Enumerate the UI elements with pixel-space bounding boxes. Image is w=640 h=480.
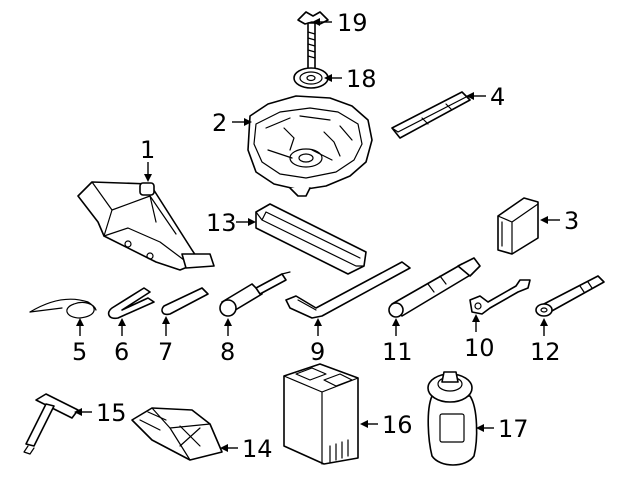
callout-15: 15 (96, 399, 127, 427)
callout-10: 10 (464, 334, 495, 362)
callout-11: 11 (382, 338, 413, 366)
part-8-socket (219, 271, 291, 317)
part-6-clip (107, 287, 155, 320)
part-5-wire-hook (29, 298, 97, 319)
leader-lines (74, 18, 560, 452)
part-16-box (283, 363, 359, 465)
callout-1: 1 (140, 136, 155, 164)
part-19-wing-bolt (297, 11, 329, 72)
part-3-card (497, 197, 539, 255)
callout-6: 6 (114, 338, 129, 366)
callout-5: 5 (72, 338, 87, 366)
callout-17: 17 (498, 415, 529, 443)
callout-19: 19 (337, 9, 368, 37)
part-7-pin (161, 287, 209, 316)
callout-13: 13 (206, 209, 237, 237)
callout-2: 2 (212, 109, 227, 137)
part-2-tool-tray (247, 95, 373, 197)
callout-16: 16 (382, 411, 413, 439)
part-9-lug-wrench (285, 261, 411, 319)
part-17-bottle (427, 371, 478, 466)
callout-8: 8 (220, 338, 235, 366)
callout-7: 7 (158, 338, 173, 366)
part-10-wrench (469, 279, 531, 315)
part-15-t-handle (23, 393, 79, 455)
callout-9: 9 (310, 338, 325, 366)
callout-18: 18 (346, 65, 377, 93)
callout-labels: 19 18 2 4 1 3 13 5 6 7 8 9 11 10 12 15 1… (72, 9, 579, 463)
part-12-eye-bolt (535, 275, 605, 317)
part-18-washer (293, 67, 329, 89)
callout-12: 12 (530, 338, 561, 366)
callout-4: 4 (490, 83, 505, 111)
part-14-liner (131, 407, 223, 461)
callout-14: 14 (242, 435, 273, 463)
part-1-scissor-jack (77, 181, 215, 271)
part-11-handle (388, 257, 481, 318)
part-4-bar (391, 91, 471, 139)
callout-3: 3 (564, 207, 579, 235)
part-13-pad (255, 203, 367, 275)
